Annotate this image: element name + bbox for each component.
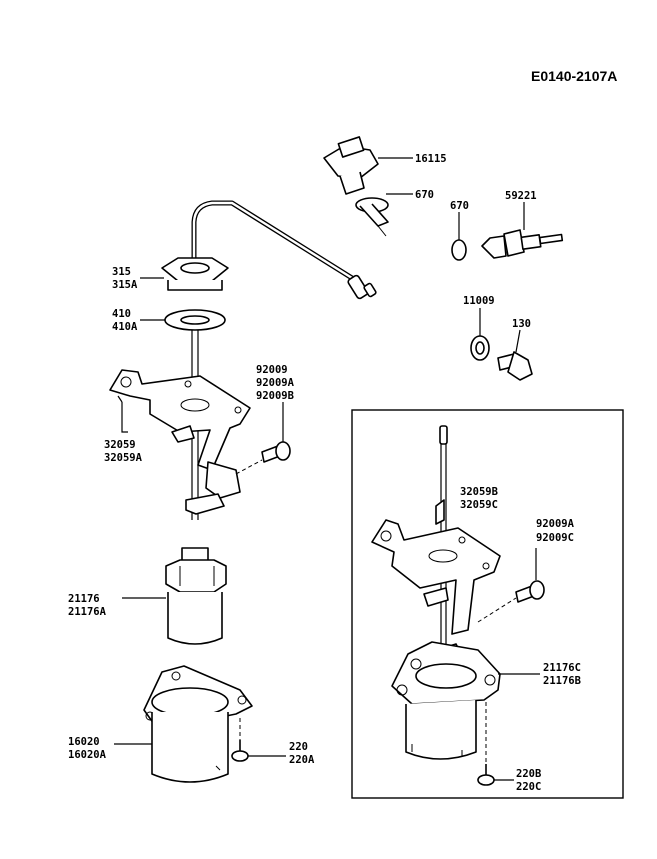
- inset-bracket: [371, 519, 501, 663]
- callout-labels: 16115 670 670 59221 315 315A 410 410A 11…: [68, 153, 581, 793]
- callout-21176A: 21176A: [68, 606, 107, 618]
- callout-220C: 220C: [516, 781, 541, 793]
- callout-92009B: 92009B: [256, 390, 294, 402]
- inset-switch-21176C: [391, 641, 501, 760]
- callout-315A: 315A: [112, 279, 138, 291]
- callout-130: 130: [512, 318, 531, 330]
- callout-92009A: 92009A: [256, 377, 295, 389]
- callout-220: 220: [289, 741, 308, 753]
- oil-level-gauge-tube: [191, 200, 377, 300]
- o-ring-670: [451, 239, 467, 261]
- callout-410A: 410A: [112, 321, 138, 333]
- callout-16020A: 16020A: [68, 749, 107, 761]
- callout-16020: 16020: [68, 736, 100, 748]
- screw-92009: [235, 441, 291, 475]
- callout-220B: 220B: [516, 768, 541, 780]
- callout-21176: 21176: [68, 593, 100, 605]
- plug-16115: [323, 136, 389, 237]
- inset-screw-92009A: [477, 580, 545, 623]
- bolt-130: [497, 351, 533, 381]
- switch-21176: [165, 547, 227, 645]
- callout-32059A: 32059A: [104, 452, 143, 464]
- callout-32059: 32059: [104, 439, 136, 451]
- callout-32059C: 32059C: [460, 499, 498, 511]
- inset-screw-220B: [477, 702, 495, 786]
- callout-59221: 59221: [505, 190, 537, 202]
- callout-32059B: 32059B: [460, 486, 498, 498]
- callout-410: 410: [112, 308, 131, 320]
- washer-11009: [470, 335, 490, 361]
- diagram-code: E0140-2107A: [531, 68, 617, 84]
- callout-92009: 92009: [256, 364, 288, 376]
- screw-220: [231, 718, 249, 762]
- callout-11009: 11009: [463, 295, 495, 307]
- bracket-32059: [109, 369, 251, 515]
- callout-92009A-inset: 92009A: [536, 518, 575, 530]
- callout-670-sensor: 670: [450, 200, 469, 212]
- callout-315: 315: [112, 266, 131, 278]
- cover-16020: [143, 665, 253, 783]
- leader-lines: [114, 157, 540, 781]
- nut-315: [161, 257, 229, 291]
- inset-frame: [351, 409, 624, 799]
- callout-21176C: 21176C: [543, 662, 581, 674]
- callout-670-plug: 670: [415, 189, 434, 201]
- washer-410: [164, 309, 226, 331]
- callout-21176B: 21176B: [543, 675, 581, 687]
- callout-92009C: 92009C: [536, 532, 574, 544]
- sensor-59221: [481, 229, 564, 259]
- callout-16115: 16115: [415, 153, 447, 165]
- callout-220A: 220A: [289, 754, 315, 766]
